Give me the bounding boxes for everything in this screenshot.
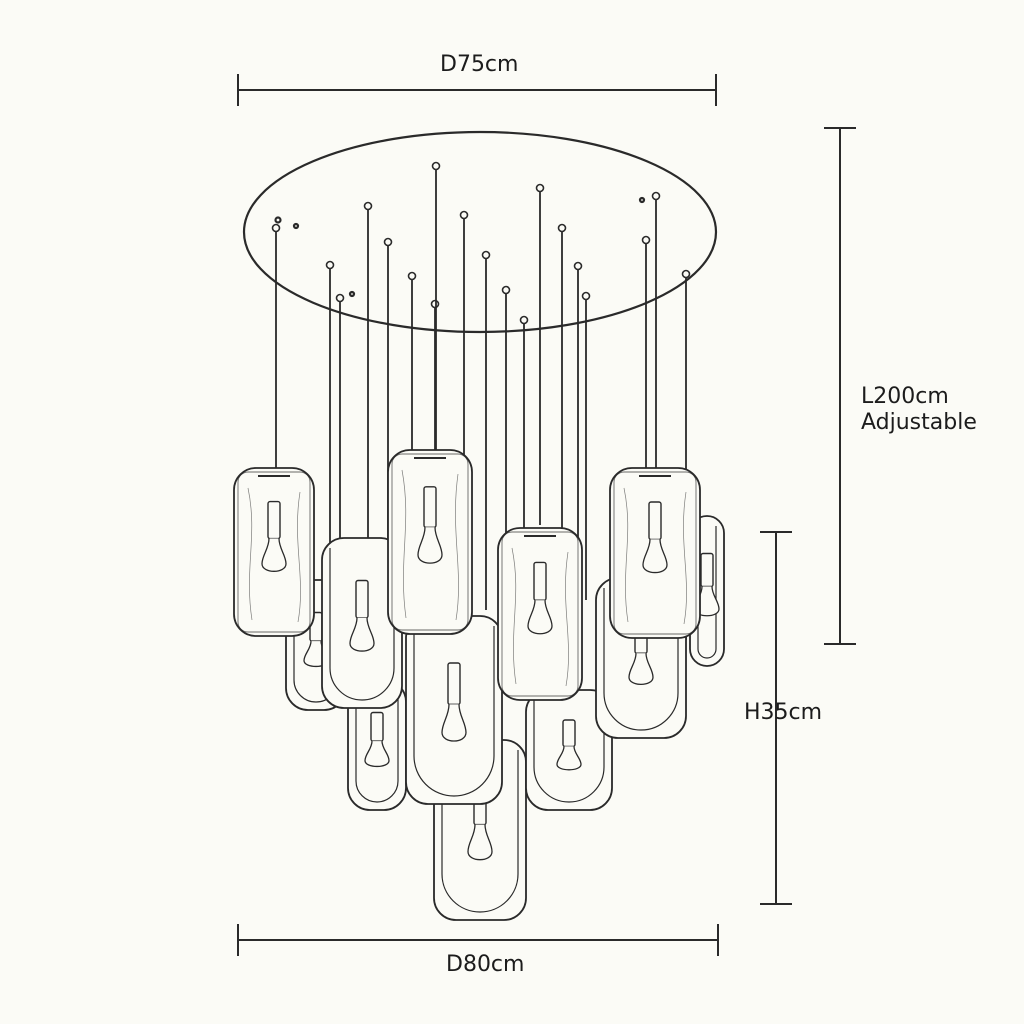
glass-shade <box>609 467 701 639</box>
top-diameter-label: D75cm <box>440 52 519 77</box>
glass-texture <box>565 551 569 687</box>
shade-inner-contour <box>355 690 399 803</box>
glass-shade <box>321 537 403 709</box>
shade-inner-contour <box>603 588 679 731</box>
bulb-socket <box>370 711 384 742</box>
bulb-socket <box>648 501 662 541</box>
ceiling-canopy <box>242 130 718 334</box>
cable-anchor <box>481 250 491 260</box>
cable-anchor <box>459 210 469 220</box>
cable-anchor <box>557 223 567 233</box>
glass-shade <box>497 527 583 701</box>
glass-shades <box>233 449 725 921</box>
glass-texture <box>247 487 253 621</box>
glass-texture <box>683 491 687 625</box>
cable-anchor <box>681 269 691 279</box>
cable-anchor <box>431 161 441 171</box>
light-bulb <box>417 527 443 564</box>
light-bulb <box>556 746 582 771</box>
light-bulb <box>364 741 390 768</box>
cable-anchor <box>641 235 651 245</box>
glass-shade <box>405 615 503 805</box>
glass-texture <box>623 487 629 623</box>
height-label: H35cm <box>744 700 823 725</box>
light-bulb <box>441 704 467 742</box>
cable-anchor <box>573 261 583 271</box>
cable-anchor <box>519 315 529 325</box>
cable-anchor <box>501 285 511 295</box>
bulb-socket <box>562 719 576 748</box>
bottom-diameter-label: D80cm <box>446 952 525 977</box>
shade-inner-contour <box>501 531 579 697</box>
cable-length-line <box>824 127 856 645</box>
cable-anchor <box>325 260 335 270</box>
cable-anchor <box>430 299 440 309</box>
glass-shade <box>525 689 613 811</box>
cable-anchor <box>651 191 661 201</box>
glass-shade <box>387 449 473 635</box>
dimension-lines <box>237 74 856 956</box>
cable-length-value: L200cm <box>861 384 949 409</box>
shade-inner-contour <box>697 526 717 659</box>
cable-length-label: L200cm Adjustable <box>861 384 977 437</box>
cable-anchor <box>363 201 373 211</box>
bulb-socket <box>267 500 281 540</box>
shade-inner-contour <box>613 471 697 635</box>
light-bulb <box>261 538 287 572</box>
light-bulb <box>349 617 375 652</box>
cable-anchor <box>535 183 545 193</box>
light-bulb <box>527 600 553 635</box>
glass-texture <box>511 547 517 685</box>
cable-length-note: Adjustable <box>861 410 977 436</box>
bottom-diameter-line <box>237 924 719 956</box>
bulb-socket <box>447 662 461 706</box>
bulb-socket <box>700 552 714 588</box>
cable-anchor <box>335 293 345 303</box>
bulb-socket <box>355 579 369 619</box>
glass-shade <box>347 679 407 811</box>
shade-inner-contour <box>391 453 469 631</box>
shade-inner-contour <box>533 700 605 803</box>
cable-anchor <box>581 291 591 301</box>
light-bulb <box>628 653 654 686</box>
glass-shade <box>233 467 315 637</box>
light-bulb <box>467 824 493 861</box>
top-diameter-line <box>237 74 717 106</box>
cable-anchor <box>407 271 417 281</box>
glass-texture <box>455 473 459 621</box>
bulb-socket <box>423 486 437 528</box>
shade-inner-contour <box>237 471 311 633</box>
glass-texture <box>297 491 301 623</box>
glass-texture <box>401 469 407 619</box>
cable-anchor <box>271 223 281 233</box>
bulb-socket <box>533 561 547 601</box>
shade-inner-contour <box>441 750 519 913</box>
cable-anchor <box>383 237 393 247</box>
shade-inner-contour <box>413 626 495 797</box>
shade-inner-contour <box>329 548 395 701</box>
light-bulb <box>642 539 668 574</box>
height-line <box>760 531 792 905</box>
